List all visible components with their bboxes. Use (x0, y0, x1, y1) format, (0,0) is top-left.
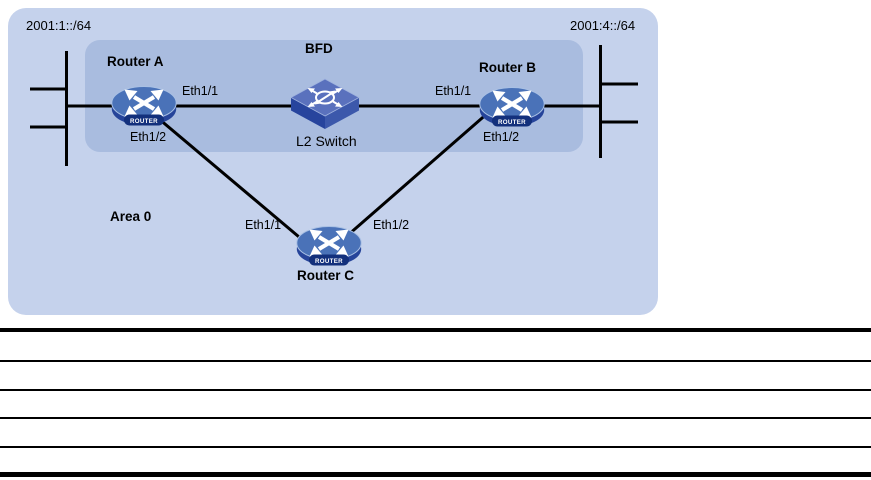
router-b-icon: ROUTER (479, 87, 545, 127)
router-c-icon: ROUTER (296, 226, 362, 266)
table-row (0, 332, 871, 362)
link-b-c (339, 103, 498, 244)
table-row (0, 362, 871, 391)
l2-switch-label: L2 Switch (296, 133, 357, 149)
table (0, 328, 871, 477)
l2-switch-icon (290, 78, 360, 129)
table-row (0, 448, 871, 472)
subnet-left-label: 2001:1::/64 (26, 18, 92, 33)
router-c-eth2-label: Eth1/2 (373, 218, 410, 232)
link-a-c (145, 106, 306, 244)
router-a-eth2-label: Eth1/2 (130, 130, 167, 144)
table-row (0, 419, 871, 448)
router-a-label: Router A (107, 54, 164, 69)
router-c-eth1-label: Eth1/1 (245, 218, 282, 232)
router-b-eth2-label: Eth1/2 (483, 130, 520, 144)
router-b-label: Router B (479, 60, 536, 75)
router-b-eth1-label: Eth1/1 (435, 84, 472, 98)
subnet-right-label: 2001:4::/64 (570, 18, 636, 33)
router-b-badge-text: ROUTER (498, 119, 526, 126)
router-a-eth1-label: Eth1/1 (182, 84, 219, 98)
table-row (0, 391, 871, 419)
router-a-badge-text: ROUTER (130, 118, 158, 125)
bfd-label: BFD (305, 41, 333, 56)
router-a-icon: ROUTER (111, 86, 177, 126)
router-c-label: Router C (297, 268, 354, 283)
area0-label: Area 0 (110, 209, 152, 224)
router-c-badge-text: ROUTER (315, 258, 343, 265)
